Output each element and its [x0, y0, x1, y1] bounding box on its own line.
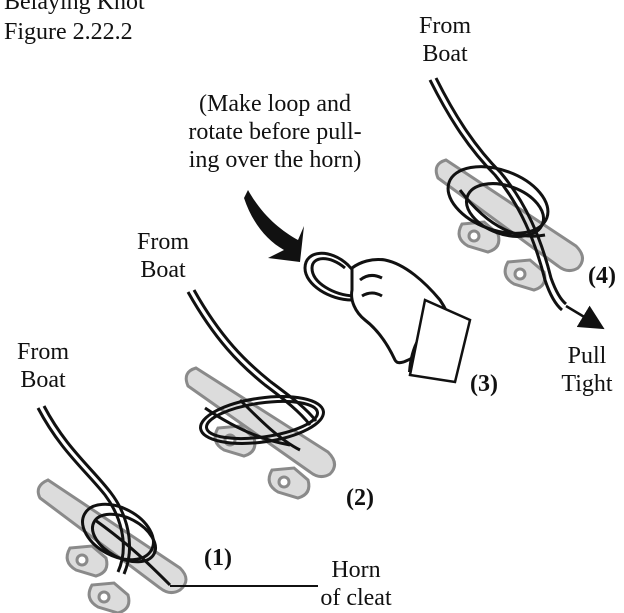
arrow-curved-step-3 — [244, 190, 304, 262]
step-1-number: (1) — [204, 544, 232, 572]
pull-arrow-step-4 — [566, 306, 596, 324]
step-2-from-line1: From — [118, 228, 208, 256]
step-1-from-line1: From — [0, 338, 86, 366]
step-3-note-line2: rotate before pull- — [160, 118, 390, 146]
step-4-from-line1: From — [400, 12, 490, 40]
step-3-note: (Make loop and rotate before pull- ing o… — [160, 90, 390, 174]
diagram-title: Belaying Knot — [4, 0, 145, 16]
step-3-number: (3) — [470, 370, 498, 398]
cleat-step-1 — [38, 480, 186, 613]
step-4-pull-line2: Tight — [552, 370, 622, 398]
horn-line1: Horn — [306, 556, 406, 584]
step-4-from-boat-label: From Boat — [400, 12, 490, 68]
step-4-pull-line1: Pull — [552, 342, 622, 370]
step-4-number: (4) — [588, 262, 616, 290]
step-1-from-line2: Boat — [0, 366, 86, 394]
step-4-from-line2: Boat — [400, 40, 490, 68]
figure-label: Figure 2.22.2 — [4, 18, 133, 46]
step-2-from-boat-label: From Boat — [118, 228, 208, 284]
step-2-from-line2: Boat — [118, 256, 208, 284]
step-3-note-line1: (Make loop and — [160, 90, 390, 118]
step-1-from-boat-label: From Boat — [0, 338, 86, 394]
horn-of-cleat-label: Horn of cleat — [306, 556, 406, 612]
step-2-number: (2) — [346, 484, 374, 512]
step-3-note-line3: ing over the horn) — [160, 146, 390, 174]
step-4-pull-tight-label: Pull Tight — [552, 342, 622, 398]
horn-line2: of cleat — [306, 584, 406, 612]
cleat-step-4 — [436, 160, 582, 290]
